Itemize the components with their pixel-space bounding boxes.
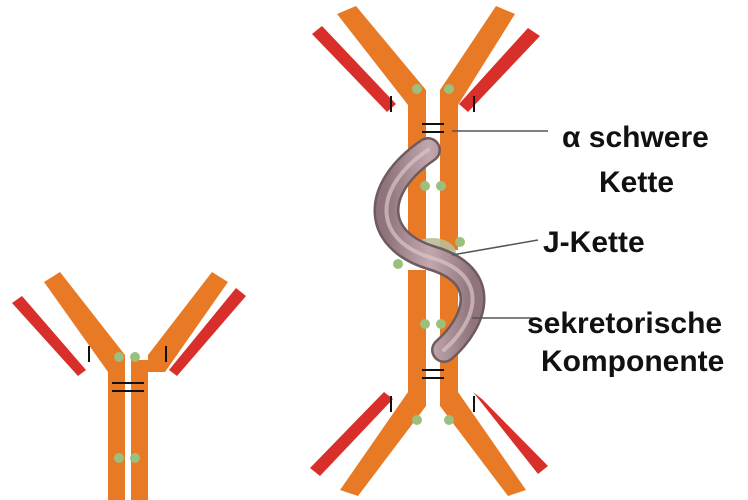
lower-heavy-chain-right-arm (440, 392, 526, 496)
monomer-heavy-chain-right-stem (131, 360, 148, 500)
label-j-chain: J-Kette (543, 224, 645, 262)
upper-heavy-chain-right-stem (440, 98, 458, 250)
glycan-dot (114, 453, 124, 463)
label-secretory-line1: sekretorische (527, 305, 722, 343)
glycan-dot (412, 415, 422, 425)
glycan-dot (455, 237, 465, 247)
label-heavy-chain-line2: Kette (599, 164, 674, 202)
glycan-dot (130, 352, 140, 362)
glycan-dot (130, 453, 140, 463)
secretory-component-fill (386, 150, 472, 350)
glycan-dot (436, 319, 446, 329)
monomer-antibody (12, 272, 246, 500)
secretory-iga-dimer (310, 6, 548, 496)
monomer-heavy-chain-left-stem (108, 360, 125, 500)
glycan-dot (420, 181, 430, 191)
label-heavy-chain-line1: α schwere (562, 119, 709, 157)
monomer-heavy-chain-left-arm (44, 272, 125, 372)
glycan-dot (444, 415, 454, 425)
glycan-dot (393, 259, 403, 269)
glycan-dot (436, 181, 446, 191)
glycan-dot (444, 84, 454, 94)
glycan-dot (412, 84, 422, 94)
glycan-dot (420, 319, 430, 329)
glycan-dot (114, 352, 124, 362)
label-secretory-line2: Komponente (541, 343, 724, 381)
